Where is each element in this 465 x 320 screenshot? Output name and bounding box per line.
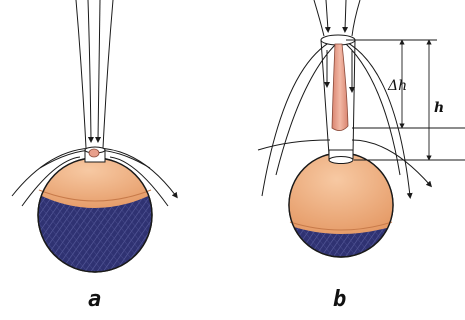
h-label: h xyxy=(434,100,444,116)
panel-a: a xyxy=(12,0,176,312)
panel-label-b: b xyxy=(333,287,346,312)
sphere-b xyxy=(285,150,400,265)
panel-label-a: a xyxy=(88,287,101,312)
jet-lines-a xyxy=(76,0,113,148)
panel-b: Δh h b xyxy=(258,0,465,312)
sphere-a xyxy=(30,150,160,280)
tube-a xyxy=(85,147,105,162)
plume-a xyxy=(89,149,99,157)
plume-b xyxy=(332,44,348,131)
delta-h-label: Δh xyxy=(387,78,407,94)
dimension-lines xyxy=(346,40,465,160)
